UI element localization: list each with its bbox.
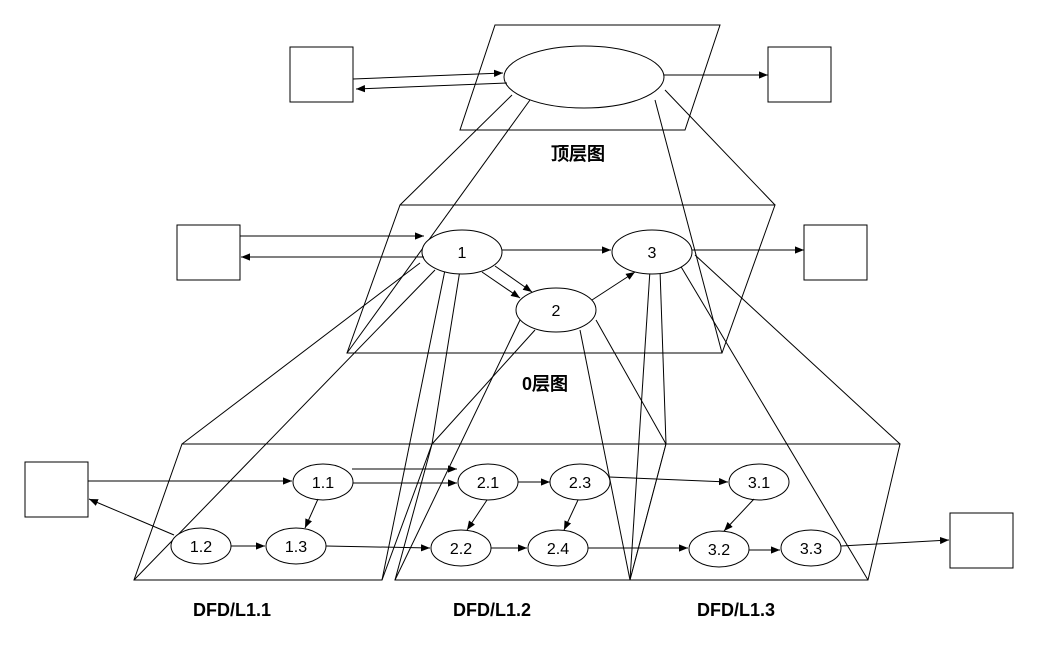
l1-process-3-1 [728,463,790,501]
l1-process-1-1-label: 1.1 [312,475,334,492]
plane-top [459,24,721,131]
l0-process-1 [421,229,503,275]
top-layer-title: 顶层图 [551,144,605,164]
l1-process-1-1 [292,463,354,501]
l1-process-2-3-label: 2.3 [569,475,591,492]
l0-process-2 [515,287,597,333]
top-context-process [503,45,665,109]
l1-flows [88,465,950,554]
l1-process-3-3-label: 3.3 [800,541,822,558]
l1-process-2-4-label: 2.4 [547,541,569,558]
l1-2-title: DFD/L1.2 [453,600,531,620]
l0-process-2-label: 2 [552,303,561,320]
l0-external-entity-right [803,224,868,281]
l0-process-3 [611,229,693,275]
top-external-entity-left [289,46,354,103]
l1-process-3-2 [688,530,750,568]
l1-process-3-2-label: 3.2 [708,542,730,559]
l0-flow-2-3 [591,271,636,301]
l1-process-1-2-label: 1.2 [190,539,212,556]
projection-lines-upper [346,89,776,354]
l0-process-3-label: 3 [648,245,657,262]
l1-process-1-3-label: 1.3 [285,539,307,556]
top-flow-in [352,69,504,80]
l0-process-1-label: 1 [458,245,467,262]
l1-1-title: DFD/L1.1 [193,600,271,620]
l1-process-3-1-label: 3.1 [748,475,770,492]
top-external-entity-right [767,46,832,103]
l1-process-3-3 [780,529,842,567]
level0-title: 0层图 [522,374,568,394]
l1-process-2-1-label: 2.1 [477,475,499,492]
l1-external-entity-left [24,461,89,518]
l0-flow-1-2a [494,265,533,293]
l0-external-entity-left [176,224,241,281]
projection-lines-lower [133,254,901,581]
top-flow-back [355,82,508,93]
l1-process-2-2-label: 2.2 [450,541,472,558]
l1-3-title: DFD/L1.3 [697,600,775,620]
l1-external-entity-right [949,512,1014,569]
plane-l1-2 [394,443,667,581]
l0-flow-1-2b [481,271,521,299]
